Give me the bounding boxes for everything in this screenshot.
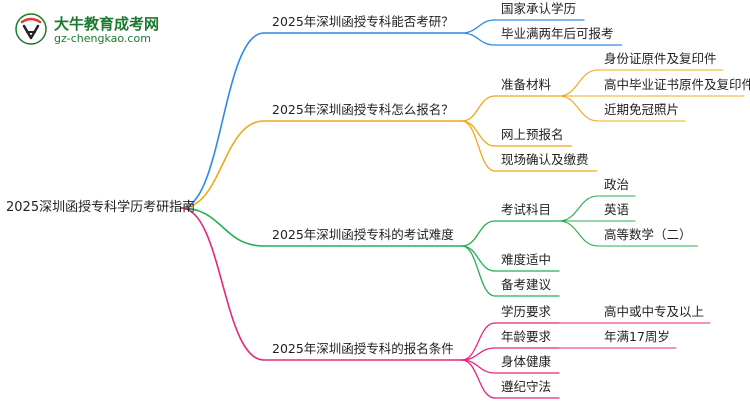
root-node: 2025深圳函授专科学历考研指南 [6, 200, 196, 215]
sub-node-4-1: 学历要求 [501, 304, 552, 319]
logo-name: 大牛教育成考网 [54, 15, 160, 33]
leaf-4-1-1: 高中或中专及以上 [604, 304, 705, 319]
branch-4-lines [180, 207, 711, 399]
sub-node-2-2: 网上预报名 [501, 127, 564, 142]
site-logo: 大牛教育成考网 gz-chengkao.com [6, 8, 206, 50]
leaf-2-1-2: 高中毕业证书原件及复印件 [604, 77, 750, 92]
leaf-4-2-1: 年满17周岁 [604, 329, 670, 344]
sub-node-2-3: 现场确认及缴费 [501, 152, 589, 167]
branch-1-lines [180, 19, 623, 209]
branch-4-label: 2025年深圳函授专科的报名条件 [272, 341, 454, 356]
sub-node-1-2: 毕业满两年后可报考 [501, 26, 614, 41]
sub-node-3-3: 备考建议 [501, 277, 552, 292]
branch-2-label: 2025年深圳函授专科怎么报名？ [272, 102, 454, 117]
leaf-3-1-2: 英语 [604, 202, 630, 217]
sub-node-3-1: 考试科目 [501, 202, 552, 217]
logo-url: gz-chengkao.com [54, 32, 151, 45]
leaf-2-1-1: 身份证原件及复印件 [604, 51, 717, 66]
leaf-2-1-3: 近期免冠照片 [604, 102, 680, 117]
sub-node-3-2: 难度适中 [501, 252, 552, 267]
leaf-3-1-3: 高等数学（二） [604, 227, 692, 242]
sub-node-4-3: 身体健康 [501, 354, 552, 369]
branch-3-label: 2025年深圳函授专科的考试难度 [272, 227, 454, 242]
leaf-3-1-1: 政治 [604, 177, 630, 192]
bull-logo-icon [15, 13, 47, 45]
sub-node-4-2: 年龄要求 [501, 329, 552, 344]
branch-2-lines [180, 69, 745, 209]
sub-node-4-4: 遵纪守法 [501, 379, 552, 394]
sub-node-2-1: 准备材料 [501, 77, 552, 92]
sub-node-1-1: 国家承认学历 [501, 1, 577, 16]
branch-3-lines [180, 195, 699, 297]
branch-1-label: 2025年深圳函授专科能否考研？ [272, 14, 454, 29]
